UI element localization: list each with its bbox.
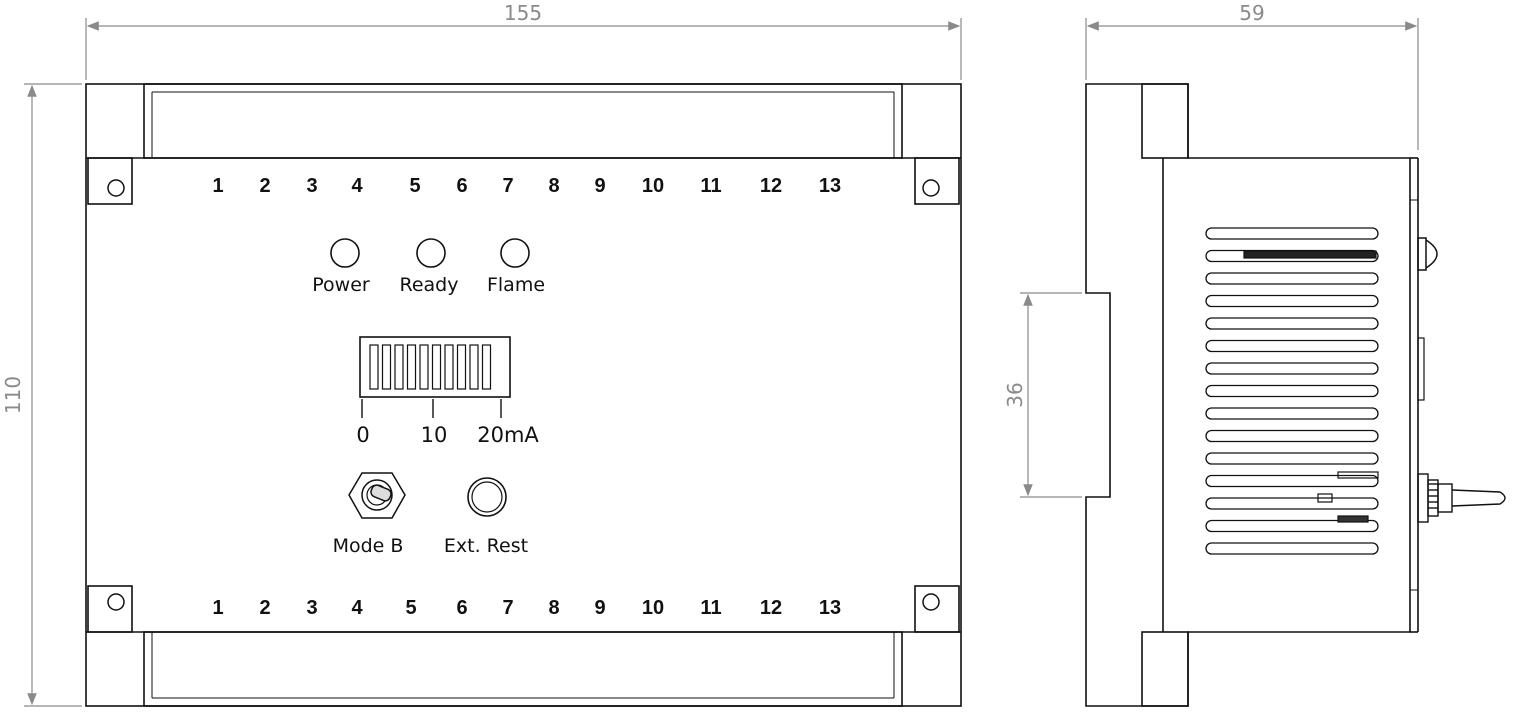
mode-switch-label: Mode B [333,535,404,557]
dimension-side-width [1085,18,1419,150]
mode-toggle-switch-icon[interactable] [348,472,406,519]
terminal-label: 2 [259,597,270,619]
terminal-label: 4 [351,175,363,197]
terminal-label: 12 [760,597,782,619]
terminal-label: 11 [700,597,721,619]
bargraph-display [359,336,511,398]
terminal-label: 1 [212,175,223,197]
vent-slot [1205,452,1379,465]
dimension-front-width [85,18,962,80]
terminal-row-bottom: 1 2 3 4 5 6 7 8 9 10 11 12 13 [212,597,841,619]
dimension-rail-height [1020,292,1082,498]
flame-led-icon [500,238,530,268]
vent-slot [1205,272,1379,285]
bargraph-segment [431,344,442,390]
vent-slot [1205,542,1379,555]
terminal-label: 10 [642,175,664,197]
screw-hole-top-left [107,179,125,197]
vent-slot [1205,294,1379,308]
vent-slot [1205,317,1379,330]
terminal-label: 11 [700,175,721,197]
terminal-label: 7 [502,597,513,619]
vent-slot [1205,497,1379,510]
side-led-dome-icon [1417,237,1438,271]
terminal-label: 10 [642,597,664,619]
reset-button[interactable] [467,477,507,517]
vent-slot [1205,384,1379,398]
terminal-label: 9 [594,175,605,197]
front-view [85,83,962,707]
terminal-label: 5 [409,175,420,197]
terminal-label: 5 [405,597,416,619]
bargraph-segment [444,344,454,390]
vent-slot [1205,519,1379,533]
flame-label: Flame [487,274,545,296]
internal-detail [1243,250,1379,523]
vent-slot [1205,339,1379,353]
screw-hole-top-right [922,179,940,197]
vent-slot [1205,429,1379,443]
vent-slot [1205,227,1379,240]
terminal-label: 13 [819,597,841,619]
bargraph-segment [381,344,392,390]
terminal-label: 7 [502,175,513,197]
bargraph-segment [456,344,467,390]
bargraph-segment [369,344,379,390]
terminal-label: 3 [306,597,317,619]
side-width-label: 59 [1239,1,1264,25]
terminal-label: 2 [259,175,270,197]
vent-slot [1205,407,1379,420]
ready-led-icon [416,238,446,268]
screw-hole-bottom-left [107,593,125,611]
terminal-label: 9 [594,597,605,619]
bargraph-ticks [361,399,502,418]
rail-height-label: 36 [1003,382,1027,407]
bargraph-scale-twenty: 20mA [477,423,539,447]
ready-label: Ready [400,274,459,296]
terminal-label: 8 [548,175,559,197]
terminal-label: 12 [760,175,782,197]
side-toggle-switch-icon [1417,473,1506,523]
terminal-label: 1 [212,597,223,619]
terminal-label: 13 [819,175,841,197]
bargraph-segment [394,344,404,390]
side-view [1085,83,1425,707]
terminal-label: 4 [351,597,363,619]
power-label: Power [312,274,370,296]
front-width-label: 155 [504,1,542,25]
vent-slots [1205,227,1379,555]
bargraph-scale-zero: 0 [356,423,369,447]
terminal-label: 3 [306,175,317,197]
vent-slot [1205,474,1379,488]
terminal-label: 8 [548,597,559,619]
terminal-label: 6 [456,175,467,197]
screw-hole-bottom-right [922,593,940,611]
bargraph-segment [481,344,492,390]
bargraph-segment [419,344,429,390]
bargraph-scale-ten: 10 [421,423,448,447]
power-led-icon [330,238,360,268]
vent-slot [1205,362,1379,375]
dimension-front-height [24,83,82,707]
bargraph-segment [406,344,417,390]
front-height-label: 110 [1,376,25,414]
reset-button-label: Ext. Rest [444,535,528,557]
bargraph-segment [469,344,479,390]
terminal-row-top: 1 2 3 4 5 6 7 8 9 10 11 12 13 [212,175,841,197]
terminal-label: 6 [456,597,467,619]
